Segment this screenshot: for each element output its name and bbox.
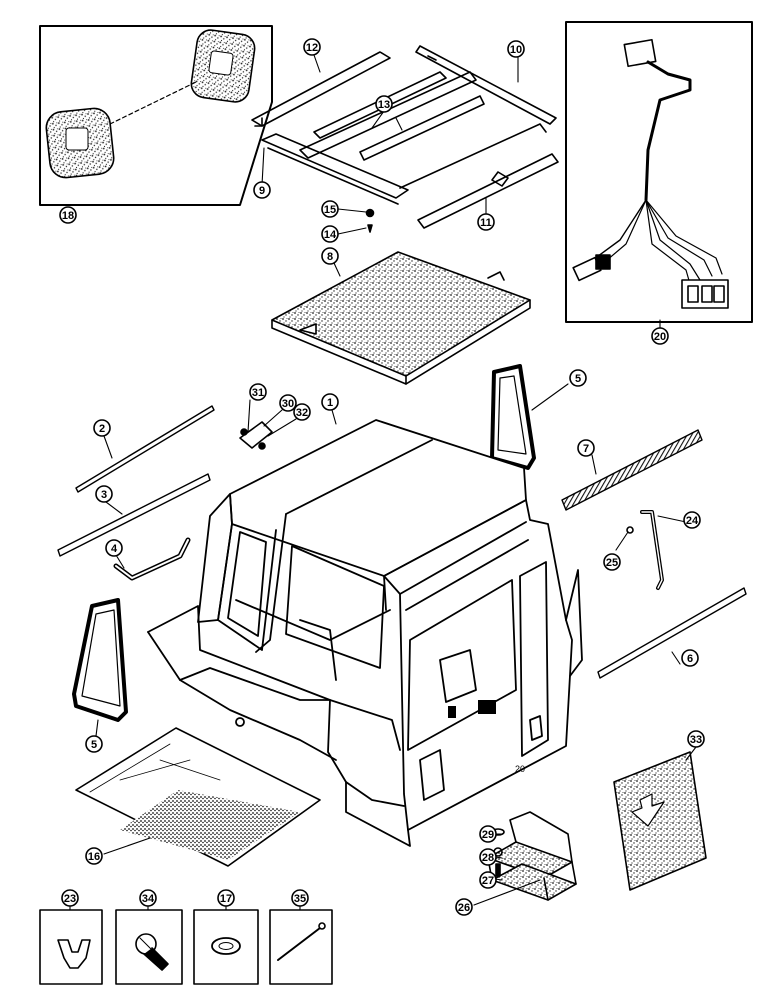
callout-label-27: 27 [482, 875, 494, 887]
callout-circle-16 [85, 847, 103, 865]
callout-circle-30 [279, 394, 297, 412]
callout-label-18: 18 [62, 210, 74, 222]
callout-circle-3 [95, 485, 113, 503]
callout-label-35: 35 [294, 893, 306, 905]
callout-circle-34 [139, 889, 157, 907]
callout-circle-26 [455, 898, 473, 916]
callout-circle-20 [651, 327, 669, 345]
fastener-15 [365, 208, 375, 218]
cab-body [147, 419, 583, 847]
callout-label-31: 31 [252, 387, 264, 399]
item-box-34 [115, 909, 183, 985]
callout-label-32: 32 [296, 407, 308, 419]
item-box-35 [269, 909, 333, 985]
seal-strip-3 [57, 473, 211, 557]
cab-marking: 20 [515, 764, 525, 774]
callout-label-30: 30 [282, 398, 294, 410]
roof-frame-rails [251, 45, 559, 229]
callout-label-7: 7 [583, 443, 589, 455]
callout-circle-4 [105, 539, 123, 557]
callout-label-8: 8 [327, 251, 333, 263]
callout-label-13: 13 [378, 99, 390, 111]
callout-circle-31 [249, 383, 267, 401]
callout-label-28: 28 [482, 852, 494, 864]
callout-circle-27 [479, 871, 497, 889]
callout-circle-12 [303, 38, 321, 56]
rod-24 [640, 510, 664, 590]
fastener-14 [367, 224, 373, 233]
clip-25 [626, 526, 634, 534]
callout-circle-33 [687, 730, 705, 748]
callout-label-34: 34 [142, 893, 155, 905]
callout-label-4: 4 [111, 543, 118, 555]
callout-label-29: 29 [482, 829, 494, 841]
window-seal-left [72, 598, 128, 722]
callout-circle-23 [61, 889, 79, 907]
lamp-rear [190, 29, 256, 103]
callout-label-12: 12 [306, 42, 318, 54]
callout-label-6: 6 [687, 653, 693, 665]
callout-label-20: 20 [654, 331, 666, 343]
callout-circle-10 [507, 40, 525, 58]
trim-strip [561, 429, 703, 511]
callout-circle-17 [217, 889, 235, 907]
callout-circle-2 [93, 419, 111, 437]
callout-label-26: 26 [458, 902, 470, 914]
item-box-17 [193, 909, 259, 985]
callout-circle-7 [577, 439, 595, 457]
rod-4 [113, 537, 191, 581]
callout-label-9: 9 [259, 185, 265, 197]
callout-label-5b: 5 [91, 739, 97, 751]
callout-circle-15 [321, 200, 339, 218]
callout-label-25: 25 [606, 557, 618, 569]
callout-circle-28 [479, 848, 497, 866]
callout-label-1: 1 [327, 397, 333, 409]
callout-circle-29 [479, 825, 497, 843]
callout-circle-1 [321, 393, 339, 411]
callout-label-16: 16 [88, 851, 100, 863]
floor-mat [75, 727, 321, 867]
callout-label-17: 17 [220, 893, 232, 905]
callout-circle-11 [477, 213, 495, 231]
callout-circle-6 [681, 649, 699, 667]
callout-label-3: 3 [101, 489, 107, 501]
lamp-assembly-box [39, 25, 273, 206]
callout-circle-8 [321, 247, 339, 265]
side-panel [613, 751, 707, 891]
seal-strip-6 [597, 587, 747, 679]
callout-label-24: 24 [686, 515, 699, 527]
callout-label-10: 10 [510, 44, 522, 56]
callout-circle-25 [603, 553, 621, 571]
callout-circle-9 [253, 181, 271, 199]
wiring-harness-box [565, 21, 753, 323]
window-seal-right [490, 364, 536, 470]
item-box-23 [39, 909, 103, 985]
seal-strip-2 [75, 405, 215, 493]
callout-circle-35 [291, 889, 309, 907]
callout-label-33: 33 [690, 734, 702, 746]
callout-circle-24 [683, 511, 701, 529]
callout-label-23: 23 [64, 893, 76, 905]
callout-circle-18 [59, 206, 77, 224]
bolt-27 [495, 863, 501, 877]
callout-label-11: 11 [480, 217, 492, 229]
callout-circle-32 [293, 403, 311, 421]
callout-circle-5a [569, 369, 587, 387]
callout-circle-14 [321, 225, 339, 243]
headliner-panel [271, 251, 531, 385]
callout-label-14: 14 [324, 229, 337, 241]
callout-circle-5b [85, 735, 103, 753]
callout-label-2: 2 [99, 423, 105, 435]
step-assembly [487, 811, 577, 901]
callout-label-5a: 5 [575, 373, 581, 385]
callout-label-15: 15 [324, 204, 336, 216]
callout-circle-13 [375, 95, 393, 113]
small-bracket-parts [239, 421, 273, 450]
lamp-front [45, 107, 115, 179]
